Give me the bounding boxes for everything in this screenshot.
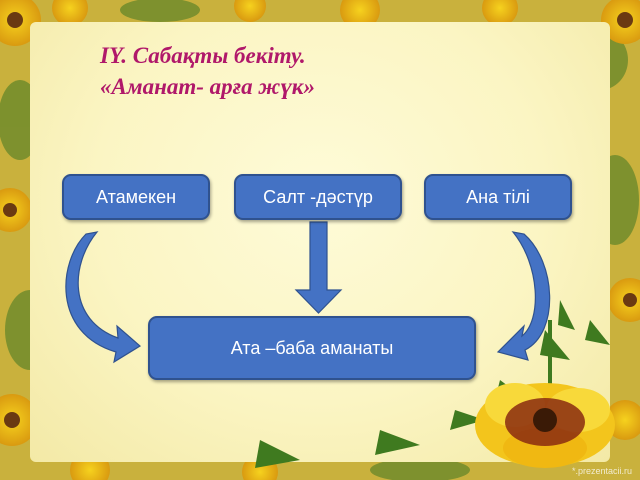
watermark: *.prezentacii.ru [571, 466, 632, 476]
box-salt-dastur: Салт -дәстүр [234, 174, 402, 220]
box-atameken: Атамекен [62, 174, 210, 220]
title-line-1: IY. Сабақты бекіту. [100, 43, 306, 68]
left-curved-arrow-icon [65, 231, 142, 364]
box-ana-tili: Ана тілі [424, 174, 572, 220]
title-line-2: «Аманат- арға жүк» [100, 74, 315, 99]
slide-title: IY. Сабақты бекіту. «Аманат- арға жүк» [100, 40, 315, 102]
right-curved-arrow-icon [496, 231, 551, 361]
down-arrow-icon [294, 221, 343, 314]
box-ata-baba-amanaty: Ата –баба аманаты [148, 316, 476, 380]
